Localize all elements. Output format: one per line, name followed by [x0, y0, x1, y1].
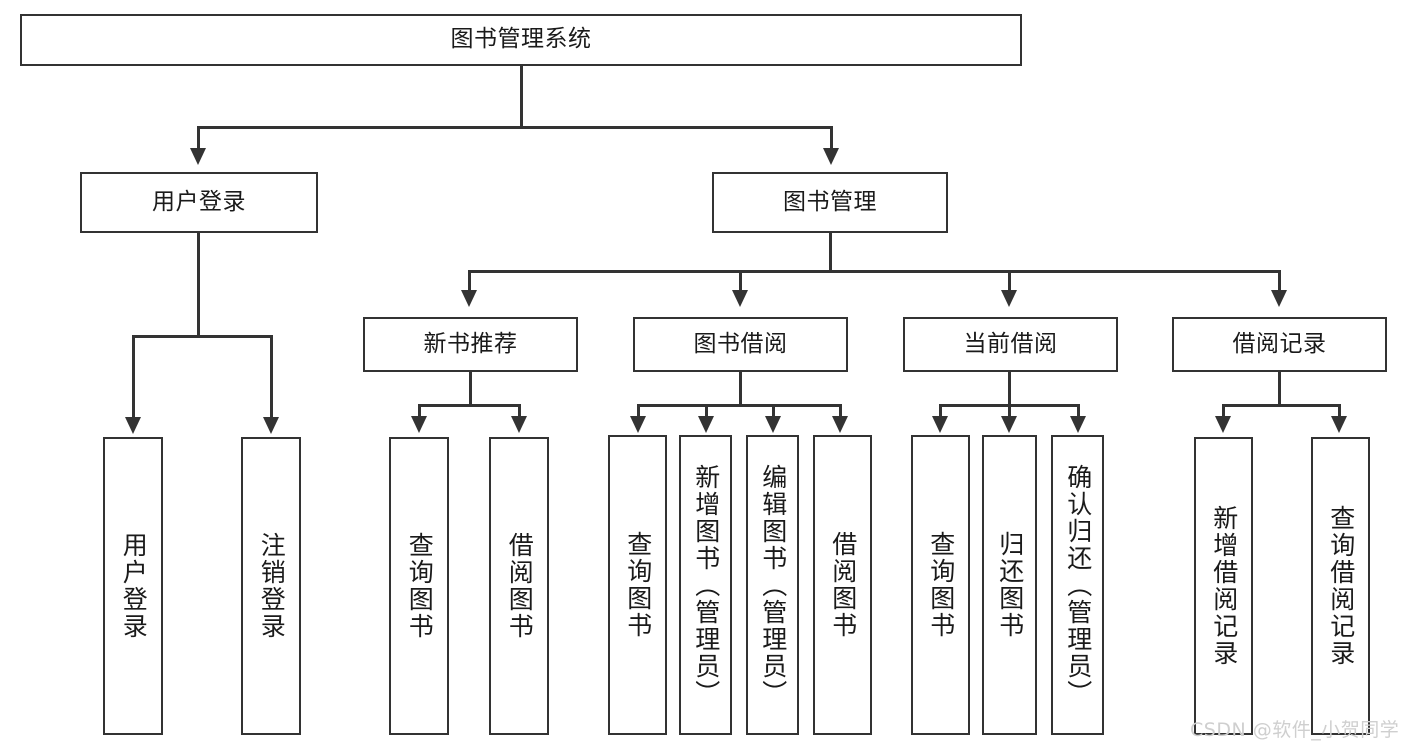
arrow-to-leaf-user-login [125, 417, 141, 434]
connector-current-drop-1 [939, 404, 942, 418]
node-label: 新增图书（管理员） [691, 463, 721, 707]
arrow-to-leaf-query-record [1331, 416, 1347, 433]
node-label: 用户登录 [152, 188, 246, 215]
connector-level2-bus [468, 270, 1280, 273]
leaf-add-book-admin[interactable]: 新增图书（管理员） [679, 435, 732, 735]
leaf-query-book-recommend[interactable]: 查询图书 [389, 437, 449, 735]
node-label: 借阅图书 [828, 531, 858, 639]
connector-borrow-drop-3 [772, 404, 775, 418]
connector-borrow-drop-1 [637, 404, 640, 418]
arrow-to-new-book-recommend [461, 290, 477, 307]
connector-current-stem [1008, 372, 1011, 406]
leaf-query-book-current[interactable]: 查询图书 [911, 435, 970, 735]
node-label: 查询图书 [926, 531, 956, 639]
connector-level1-right-drop [830, 126, 833, 150]
leaf-return-book[interactable]: 归还图书 [982, 435, 1037, 735]
node-label: 借阅图书 [505, 532, 535, 640]
arrow-to-leaf-return-book [1001, 416, 1017, 433]
arrow-to-leaf-borrow-book-1 [511, 416, 527, 433]
arrow-to-borrow-record [1271, 290, 1287, 307]
connector-recommend-drop-1 [418, 404, 421, 418]
connector-record-stem [1278, 372, 1281, 406]
leaf-borrow-book-borrow[interactable]: 借阅图书 [813, 435, 872, 735]
connector-record-drop-1 [1222, 404, 1225, 418]
watermark-csdn: CSDN @软件_小贺同学 [1190, 719, 1400, 741]
node-label: 图书管理系统 [450, 26, 592, 53]
leaf-query-borrow-record[interactable]: 查询借阅记录 [1311, 437, 1370, 735]
connector-recommend-bus [418, 404, 521, 407]
connector-record-drop-2 [1338, 404, 1341, 418]
connector-level1-left-drop [197, 126, 200, 150]
connector-level1-bus [197, 126, 833, 129]
node-label: 查询图书 [405, 532, 435, 640]
connector-record-bus [1222, 404, 1340, 407]
leaf-add-borrow-record[interactable]: 新增借阅记录 [1194, 437, 1253, 735]
node-label: 新书推荐 [423, 330, 518, 357]
arrow-to-leaf-query-book-1 [411, 416, 427, 433]
node-book-borrow[interactable]: 图书借阅 [633, 317, 848, 372]
node-label: 新增借阅记录 [1209, 505, 1239, 667]
arrow-to-leaf-edit-book [765, 416, 781, 433]
leaf-confirm-return-admin[interactable]: 确认归还（管理员） [1051, 435, 1104, 735]
connector-level2-drop-1 [468, 270, 471, 292]
connector-recommend-drop-2 [518, 404, 521, 418]
leaf-logout[interactable]: 注销登录 [241, 437, 301, 735]
arrow-to-book-management [823, 148, 839, 165]
connector-borrow-bus [637, 404, 841, 407]
arrow-to-leaf-borrow-book-2 [832, 416, 848, 433]
connector-book-management-stem [829, 233, 832, 272]
arrow-to-book-borrow [732, 290, 748, 307]
node-current-borrow[interactable]: 当前借阅 [903, 317, 1118, 372]
node-label: 当前借阅 [963, 330, 1058, 357]
connector-level2-drop-3 [1008, 270, 1011, 292]
node-borrow-record[interactable]: 借阅记录 [1172, 317, 1387, 372]
connector-root-stem [520, 66, 523, 128]
arrow-to-leaf-add-book [698, 416, 714, 433]
connector-borrow-drop-4 [839, 404, 842, 418]
node-user-login[interactable]: 用户登录 [80, 172, 318, 233]
connector-user-login-drop-2 [270, 335, 273, 419]
connector-user-login-bus [132, 335, 273, 338]
node-label: 确认归还（管理员） [1063, 463, 1093, 707]
connector-level2-drop-4 [1278, 270, 1281, 292]
connector-user-login-drop-1 [132, 335, 135, 419]
node-label: 借阅记录 [1232, 330, 1327, 357]
leaf-query-book-borrow[interactable]: 查询图书 [608, 435, 667, 735]
connector-current-drop-2 [1008, 404, 1011, 418]
connector-user-login-stem [197, 233, 200, 337]
connector-borrow-stem [739, 372, 742, 406]
leaf-borrow-book-recommend[interactable]: 借阅图书 [489, 437, 549, 735]
node-label: 用户登录 [119, 532, 149, 640]
arrow-to-leaf-query-book-2 [630, 416, 646, 433]
leaf-user-login[interactable]: 用户登录 [103, 437, 163, 735]
arrow-to-current-borrow [1001, 290, 1017, 307]
node-label: 归还图书 [995, 531, 1025, 639]
arrow-to-leaf-add-record [1215, 416, 1231, 433]
node-new-book-recommend[interactable]: 新书推荐 [363, 317, 578, 372]
leaf-edit-book-admin[interactable]: 编辑图书（管理员） [746, 435, 799, 735]
node-label: 图书借阅 [693, 330, 788, 357]
node-root-book-management-system[interactable]: 图书管理系统 [20, 14, 1022, 66]
arrow-to-leaf-confirm-return [1070, 416, 1086, 433]
connector-current-drop-3 [1077, 404, 1080, 418]
connector-recommend-stem [469, 372, 472, 406]
connector-level2-drop-2 [739, 270, 742, 292]
node-book-management[interactable]: 图书管理 [712, 172, 948, 233]
node-label: 查询图书 [623, 531, 653, 639]
arrow-to-leaf-logout [263, 417, 279, 434]
node-label: 图书管理 [783, 188, 877, 215]
arrow-to-leaf-query-book-3 [932, 416, 948, 433]
node-label: 注销登录 [257, 532, 287, 640]
node-label: 查询借阅记录 [1326, 505, 1356, 667]
connector-borrow-drop-2 [705, 404, 708, 418]
arrow-to-user-login [190, 148, 206, 165]
node-label: 编辑图书（管理员） [758, 463, 788, 707]
